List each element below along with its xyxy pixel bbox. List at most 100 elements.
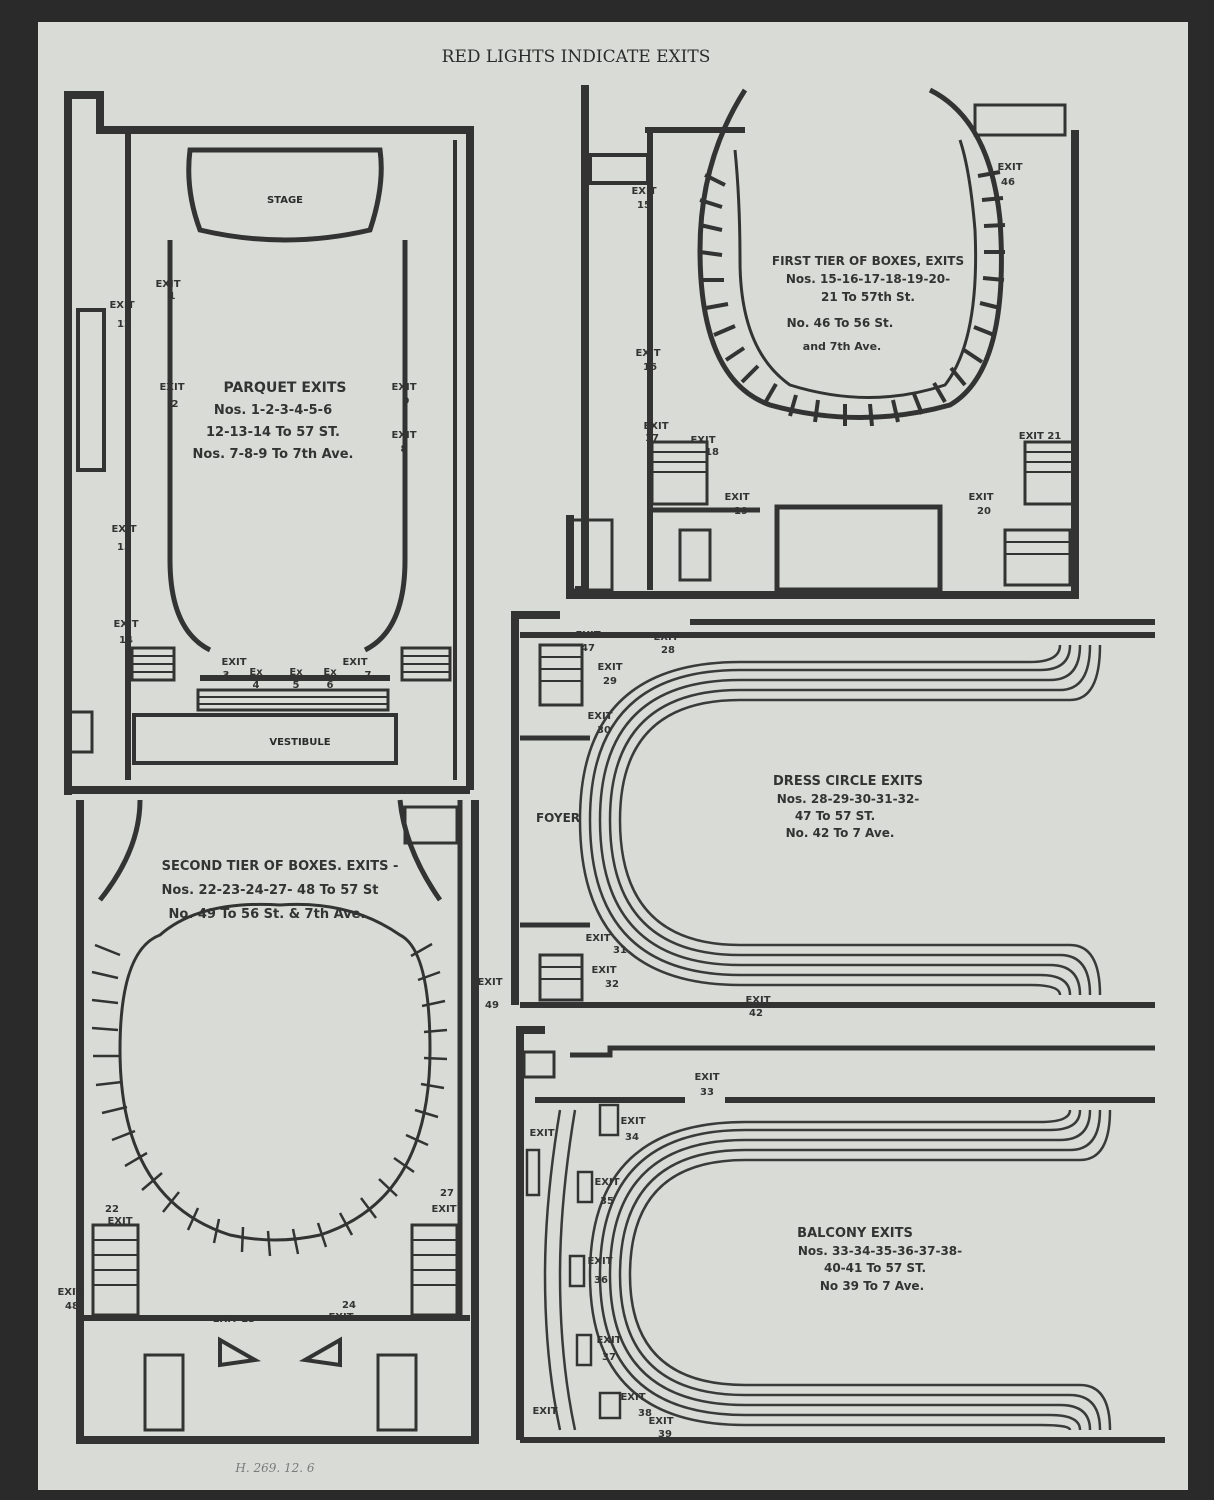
parquet-outer-wall — [64, 91, 474, 795]
exit-14-number: 14 — [119, 635, 133, 646]
exit-27-number: 27 — [440, 1188, 454, 1199]
exit-38-number: 38 — [638, 1408, 652, 1419]
first-tier-plan: FIRST TIER OF BOXES, EXITS Nos. 15-16-17… — [566, 85, 1079, 599]
second-tier-box-dividers — [91, 942, 448, 1257]
exit-9-label: EXIT — [391, 382, 416, 393]
exit-4-label: Ex — [249, 667, 263, 678]
exit-3-label: EXIT — [221, 657, 246, 668]
exit-16-label: EXIT — [635, 348, 660, 359]
parquet-side-room — [76, 308, 106, 472]
exit-6-label: Ex — [323, 667, 337, 678]
exit-49-number: 49 — [485, 1000, 499, 1011]
exit-40-label: EXIT — [529, 1128, 554, 1139]
exit-22-label: EXIT — [107, 1216, 132, 1227]
vestibule-label: VESTIBULE — [269, 737, 330, 748]
exit-13-number: 13 — [117, 542, 131, 553]
exit-39-number: 39 — [658, 1429, 672, 1440]
exit-24-number: 24 — [342, 1300, 356, 1311]
dress-circle-plan: FOYER DRESS CIRCLE EXITS Nos. 28-29-30-3… — [511, 611, 1155, 1019]
first-tier-stairs — [570, 103, 1075, 592]
first-tier-line-2: Nos. 15-16-17-18-19-20- — [786, 272, 950, 286]
first-tier-horseshoe — [697, 87, 1004, 420]
second-tier-line-1: SECOND TIER OF BOXES. EXITS - — [162, 859, 399, 874]
balcony-corner-stair — [522, 1050, 556, 1079]
page-header-title: RED LIGHTS INDICATE EXITS — [442, 47, 711, 67]
dress-circle-line-2: Nos. 28-29-30-31-32- — [777, 792, 920, 806]
exit-9-number: 9 — [403, 396, 410, 407]
exit-42-number: 42 — [749, 1008, 763, 1019]
second-tier-top-curve — [98, 799, 443, 902]
exit-16-number: 16 — [643, 362, 657, 373]
first-tier-box-line — [733, 139, 978, 399]
exit-2-label: EXIT — [159, 382, 184, 393]
parquet-line-1: Nos. 1-2-3-4-5-6 — [214, 403, 332, 418]
dress-circle-line-1: DRESS CIRCLE EXITS — [773, 774, 923, 789]
balcony-line-1: BALCONY EXITS — [797, 1226, 913, 1241]
balcony-line-4: No 39 To 7 Ave. — [820, 1279, 924, 1293]
exit-33-label: EXIT — [694, 1072, 719, 1083]
second-tier-stairs — [91, 1223, 459, 1432]
exit-3-number: 3 — [223, 670, 230, 681]
first-tier-line-4: No. 46 To 56 St. — [787, 316, 894, 330]
seating-plan-diagram: RED LIGHTS INDICATE EXITS STAGE — [57, 47, 1165, 1475]
first-tier-lobby — [774, 504, 943, 593]
parquet-stairs — [68, 646, 452, 754]
balcony-top-wall — [570, 1045, 1155, 1058]
exit-38-label: EXIT — [620, 1392, 645, 1403]
exit-32-label: EXIT — [591, 965, 616, 976]
first-tier-outer-wall — [566, 130, 1079, 599]
exit-30-label: EXIT — [587, 711, 612, 722]
exit-31-number: 31 — [613, 945, 627, 956]
exit-1-number: 1 — [169, 291, 176, 302]
balcony-line-3: 40-41 To 57 ST. — [824, 1261, 926, 1275]
stage-outline — [186, 147, 384, 243]
exit-12-label: EXIT — [109, 300, 134, 311]
exit-5-label: Ex — [289, 667, 303, 678]
exit-5-number: 5 — [293, 680, 300, 691]
exit-24-label: EXIT — [328, 1312, 353, 1323]
second-tier-plan: SECOND TIER OF BOXES. EXITS - Nos. 22-23… — [57, 799, 503, 1444]
exit-34-label: EXIT — [620, 1116, 645, 1127]
parquet-plan: STAGE VESTIBULE PARQUET EXITS Nos. 1-2-3… — [64, 91, 474, 795]
exit-47-number: 47 — [581, 643, 595, 654]
exit-13-label: EXIT — [111, 524, 136, 535]
exit-28-number: 28 — [661, 645, 675, 656]
exit-20-number: 20 — [977, 506, 991, 517]
foyer-label: FOYER — [536, 811, 580, 825]
first-tier-line-3: 21 To 57th St. — [821, 290, 915, 304]
exit-7-number: 7 — [365, 670, 372, 681]
exit-27-label: EXIT — [431, 1204, 456, 1215]
balcony-left-wall — [516, 1026, 545, 1440]
first-tier-line-5: and 7th Ave. — [803, 340, 881, 353]
balcony-rows — [543, 1109, 1112, 1431]
second-tier-pit-outline — [118, 902, 432, 1242]
exit-30-number: 30 — [597, 725, 611, 736]
exit-22-number: 22 — [105, 1204, 119, 1215]
exit-48-number: 48 — [65, 1301, 79, 1312]
exit-37-number: 37 — [602, 1352, 616, 1363]
exit-46-label: EXIT — [997, 162, 1022, 173]
exit-35-number: 35 — [600, 1196, 614, 1207]
exit-17-number: 17 — [645, 433, 659, 444]
exit-41-label: EXIT — [532, 1406, 557, 1417]
exit-14-label: EXIT — [113, 619, 138, 630]
exit-23-label: EXIT 23 — [213, 1314, 256, 1325]
exit-36-number: 36 — [594, 1275, 608, 1286]
dress-circle-left-wall — [511, 611, 560, 1005]
dress-circle-line-4: No. 42 To 7 Ave. — [786, 826, 895, 840]
second-tier-outer-wall — [76, 800, 479, 1444]
second-tier-line-3: No. 49 To 56 St. & 7th Ave. — [169, 907, 366, 922]
second-tier-line-2: Nos. 22-23-24-27- 48 To 57 St — [162, 883, 379, 898]
first-tier-line-1: FIRST TIER OF BOXES, EXITS — [772, 254, 964, 268]
first-tier-left-outer-wall — [575, 85, 589, 594]
exit-28-label: EXIT — [653, 632, 678, 643]
exit-7-label: EXIT — [342, 657, 367, 668]
exit-4-number: 4 — [253, 680, 260, 691]
exit-36-label: EXIT — [587, 1256, 612, 1267]
exit-12-number: 12 — [117, 319, 131, 330]
exit-33-number: 33 — [700, 1087, 714, 1098]
exit-8-number: 8 — [401, 444, 408, 455]
exit-2-number: 2 — [172, 399, 179, 410]
exit-15-number: 15 — [637, 200, 651, 211]
vestibule-room — [132, 713, 398, 765]
